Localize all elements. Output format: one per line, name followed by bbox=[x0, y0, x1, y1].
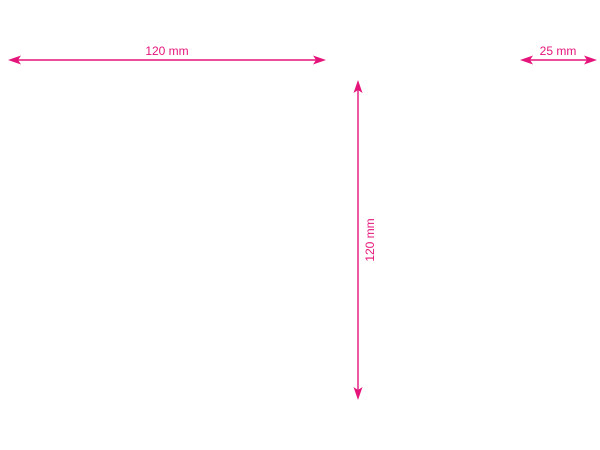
height-dimension: 120 mm bbox=[353, 80, 377, 400]
height-label: 120 mm bbox=[363, 218, 377, 261]
small-width-dimension: 25 mm bbox=[520, 44, 597, 65]
small-width-left-arrow-icon bbox=[520, 55, 533, 65]
top-width-dimension: 120 mm bbox=[8, 44, 326, 65]
small-width-right-arrow-icon bbox=[584, 55, 597, 65]
top-width-left-arrow-icon bbox=[8, 55, 21, 65]
height-top-arrow-icon bbox=[353, 80, 363, 93]
top-width-right-arrow-icon bbox=[313, 55, 326, 65]
top-width-label: 120 mm bbox=[145, 44, 188, 58]
height-bottom-arrow-icon bbox=[353, 387, 363, 400]
small-width-label: 25 mm bbox=[540, 44, 577, 58]
